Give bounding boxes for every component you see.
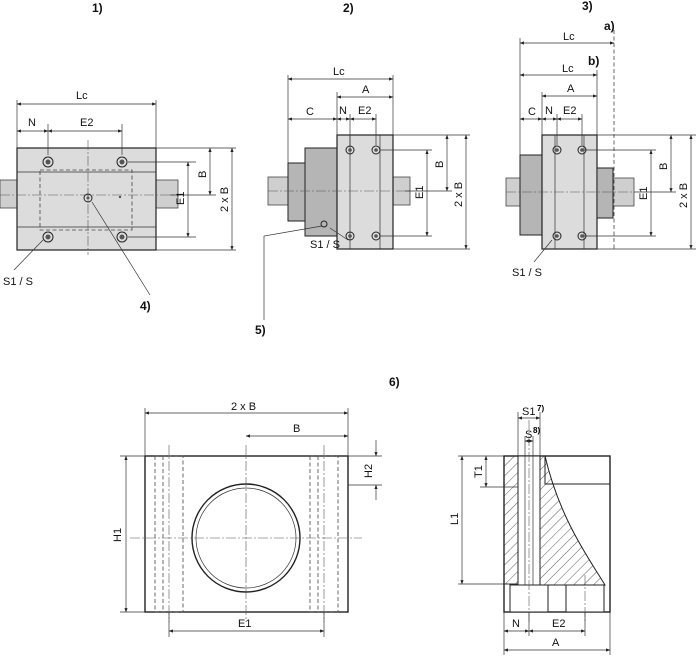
- dim-e1-1: E1: [175, 192, 187, 205]
- dim-e2-3: E2: [563, 105, 576, 117]
- view-label-3: 3): [582, 0, 593, 13]
- dim-l1: L1: [449, 513, 461, 525]
- dim-b-3: B: [658, 163, 670, 170]
- end-cap-3: [596, 167, 614, 219]
- dim-c-3: C: [528, 106, 536, 118]
- sup-8: 8): [533, 426, 540, 435]
- dim-lc-1: Lc: [76, 90, 88, 102]
- section-hatch: [539, 455, 606, 586]
- view-2: 2) Lc A C N E2: [255, 1, 470, 337]
- dim-lc-3a: Lc: [563, 31, 575, 43]
- dim-2xb-1: 2 x B: [219, 187, 231, 212]
- bolt-holes-1: [42, 156, 128, 243]
- view-6-front: 2 x B B H1 H2 E1: [112, 401, 382, 637]
- dim-h2: H2: [363, 464, 375, 478]
- view-label-2: 2): [343, 1, 354, 15]
- callout-4: 4): [140, 299, 151, 313]
- housing-front: [144, 455, 349, 613]
- dim-e2-1: E2: [80, 117, 93, 129]
- dim-s1s-2: S1 / S: [310, 239, 340, 251]
- view-3: 3) Lc a) Lc b) A C N E2: [505, 0, 696, 279]
- dim-n-1: N: [28, 117, 36, 129]
- dim-s1-6: S1: [522, 406, 535, 418]
- dim-a-3: A: [567, 83, 575, 95]
- sup-7: 7): [537, 404, 544, 413]
- dim-s-6: S: [525, 429, 532, 441]
- flange-2: [304, 147, 341, 237]
- dim-e1-6: E1: [238, 618, 251, 630]
- dim-e2-2: E2: [358, 105, 371, 117]
- dim-b-6: B: [293, 423, 300, 435]
- dim-c-2: C: [306, 106, 314, 118]
- dim-e1-2: E1: [414, 186, 426, 199]
- view-label-6: 6): [389, 375, 400, 389]
- housing-side: [503, 455, 611, 613]
- dim-e2-6: E2: [552, 618, 565, 630]
- dim-2xb-2: 2 x B: [453, 182, 465, 207]
- dim-a-6: A: [552, 637, 560, 649]
- dim-h1: H1: [112, 528, 124, 542]
- bolt-holes-3: [552, 145, 587, 241]
- dim-2xb-6: 2 x B: [231, 401, 256, 413]
- callout-5: 5): [255, 323, 266, 337]
- dim-b-1: B: [197, 171, 209, 178]
- dim-lc-2: Lc: [333, 66, 345, 78]
- housing-body-1: [16, 147, 157, 251]
- view-label-1: 1): [92, 1, 103, 15]
- dim-b-2: B: [434, 161, 446, 168]
- dim-e1-3: E1: [638, 187, 650, 200]
- dim-s1s-1: S1 / S: [3, 276, 33, 288]
- dim-n-2: N: [339, 105, 347, 117]
- view-1: 1) Lc N E2: [0, 1, 236, 313]
- dim-n-6: N: [512, 618, 520, 630]
- dim-s1s-3: S1 / S: [512, 267, 542, 279]
- callout-b: b): [588, 54, 599, 68]
- dim-lc-3b: Lc: [562, 63, 574, 75]
- dim-a-2: A: [362, 84, 370, 96]
- dim-n-3: N: [545, 105, 553, 117]
- dim-2xb-3: 2 x B: [678, 183, 690, 208]
- housing-body-2: [336, 134, 394, 250]
- callout-a: a): [604, 19, 615, 33]
- view-6-side-section: S1 7) S 8) L1 T1 N E2 A: [449, 404, 611, 655]
- dim-t1: T1: [473, 465, 485, 478]
- seal-3: [519, 154, 545, 236]
